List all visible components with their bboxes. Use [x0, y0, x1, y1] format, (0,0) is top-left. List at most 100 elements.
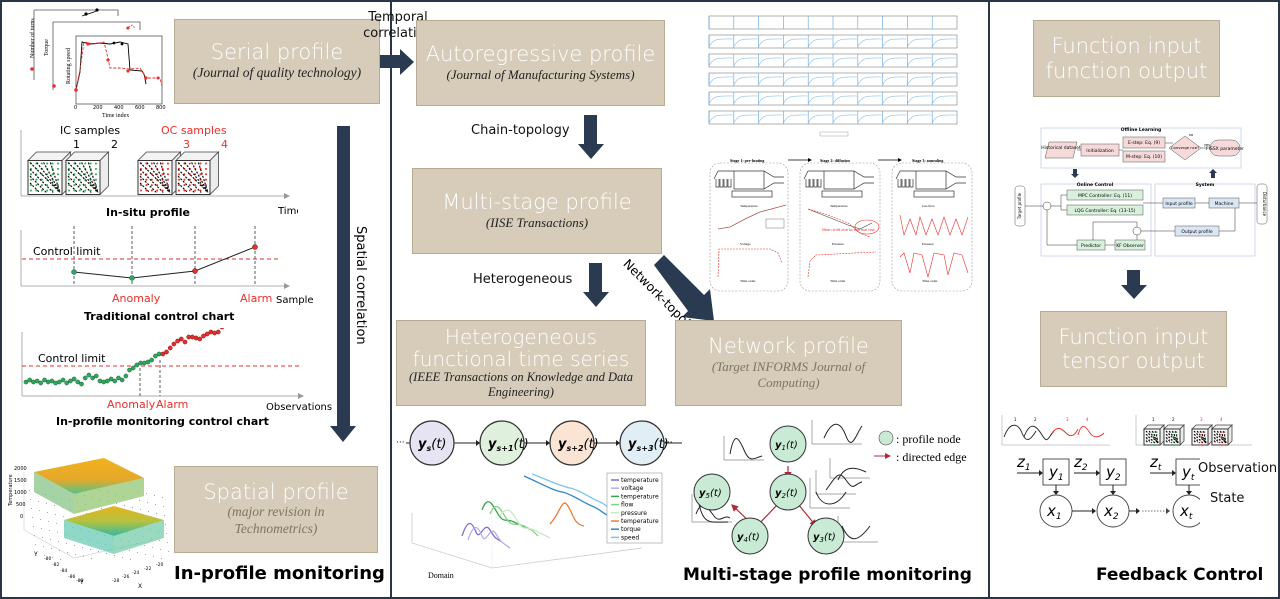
legend-label: flow [621, 502, 633, 509]
point-cloud-dot [94, 515, 95, 516]
point-cloud-dot [90, 549, 91, 550]
observation-point-ic [60, 377, 66, 383]
network-node-label: y5(t) [699, 488, 722, 500]
observation-point-ic [64, 380, 70, 386]
point-cloud-dot [135, 534, 136, 535]
observation-point-ic [27, 377, 33, 383]
x-tick: -28 [112, 578, 119, 584]
point-cloud-dot [122, 557, 123, 558]
point-cloud-dot [102, 517, 103, 518]
sample-axis-label: Sample [276, 295, 314, 306]
observation-label: Observation [1198, 461, 1278, 476]
point-cloud-dot [97, 542, 98, 543]
point-cloud-dot [168, 551, 169, 552]
heterogeneous-venue: (IEEE Transactions on Knowledge and Data… [409, 370, 633, 399]
heterogeneous-arrowhead [583, 292, 609, 307]
point-cloud-dot [50, 539, 51, 540]
insitu-profile-diagram: IC samples OC samples 1 2 3 4 In-situ pr… [20, 126, 298, 219]
profile-node-legend: : profile node [896, 432, 961, 446]
plot-title: Temperature [740, 204, 758, 208]
point-cloud-dot [158, 531, 159, 532]
point-cloud-dot [57, 532, 58, 533]
fito-title: Function input tensor output [1058, 324, 1209, 373]
z-axis-label: Temperature [8, 474, 14, 507]
feedback-heading: Feedback Control [1096, 565, 1264, 585]
state-node [1039, 494, 1073, 528]
chain-arrowhead [578, 144, 604, 159]
point-cloud-dot [156, 513, 157, 514]
point-cloud-dot [45, 494, 46, 495]
stage-title: Stage 3: annealing [912, 158, 943, 163]
temporal-arrow-shaft [380, 55, 402, 68]
network-node [769, 425, 807, 463]
serial-profile-title: Serial profile [210, 40, 344, 65]
sample-number: 2 [111, 138, 118, 151]
point-cloud-dot [138, 491, 139, 492]
predictor-node: Predictor [1081, 243, 1101, 249]
point-cloud-dot [165, 524, 166, 525]
chain-arrow-shaft [584, 115, 597, 145]
y-axis-label: Y [33, 551, 38, 558]
inprofile-control-chart: Control limit Anomaly Alarm Observations… [21, 328, 332, 428]
chain-topology-label: Chain-topology [471, 123, 570, 138]
tensor-sample-cube [1211, 424, 1233, 446]
chart-point-oc [252, 244, 258, 250]
point-cloud-dot [125, 514, 126, 515]
point-cloud-dot [95, 524, 96, 525]
point-cloud-dot [105, 544, 106, 545]
network-node-label: y1(t) [775, 440, 798, 452]
y-tick: -80 [44, 556, 51, 562]
point-cloud-dot [34, 535, 35, 536]
chain-node-label: ys(t) [418, 437, 447, 453]
point-cloud-dot [164, 515, 165, 516]
point-cloud-dot [70, 509, 71, 510]
point-cloud-dot [101, 508, 102, 509]
point-cloud-dot [99, 490, 100, 491]
observation-point-ic [71, 376, 77, 382]
point-cloud-dot [84, 495, 85, 496]
spatial-profile-venue: (major revision in Technometrics) [227, 504, 325, 537]
point-cloud-dot [65, 534, 66, 535]
point-cloud-dot [56, 523, 57, 524]
plot-title: Temperature [830, 204, 848, 208]
legend-label: temperature [621, 477, 659, 484]
point-cloud-dot [63, 516, 64, 517]
observation-point-ic [108, 376, 114, 382]
point-cloud-dot [166, 533, 167, 534]
point-cloud-dot [111, 528, 112, 529]
point-cloud-dot [31, 508, 32, 509]
observation-point-oc [182, 339, 188, 345]
y-tick: -86 [68, 574, 75, 580]
point-cloud-dot [129, 550, 130, 551]
point-cloud-dot [145, 554, 146, 555]
observation-point-ic [105, 378, 110, 384]
chain-node [619, 420, 665, 466]
state-label: State [1210, 491, 1245, 506]
mean-shift-annotation: Mean shift due to thermal lost [822, 228, 875, 232]
point-cloud-dot [72, 527, 73, 528]
temporal-correlation-label: Temporal correlation [363, 10, 433, 41]
anomaly-label: Anomaly [112, 292, 161, 305]
control-limit-label: Control limit [38, 352, 106, 365]
stage-title: Stage 2: diffusion [820, 158, 851, 163]
tensor-sample-cube [65, 151, 110, 196]
x-tick: 200 [93, 105, 103, 111]
point-cloud-dot [144, 545, 145, 546]
alarm-label: Alarm [240, 292, 272, 305]
point-cloud-dot [53, 496, 54, 497]
point-cloud-dot [106, 553, 107, 554]
network-node-label: y3(t) [813, 532, 836, 544]
observation-point-oc [164, 349, 169, 355]
chart-point-oc [192, 268, 198, 274]
legend-label: speed [621, 534, 639, 541]
point-cloud-dot [112, 537, 113, 538]
legend-label: pressure [621, 510, 647, 517]
point-cloud-dot [55, 514, 56, 515]
fito-box: Function input tensor output [1040, 311, 1227, 387]
input-profile-node: Input profile [1165, 201, 1193, 207]
observation-point-ic [68, 378, 73, 384]
hfts-series-curve [481, 500, 533, 531]
observation-point-ic [116, 375, 121, 381]
autoregressive-venue: (Journal of Manufacturing Systems) [446, 66, 635, 82]
